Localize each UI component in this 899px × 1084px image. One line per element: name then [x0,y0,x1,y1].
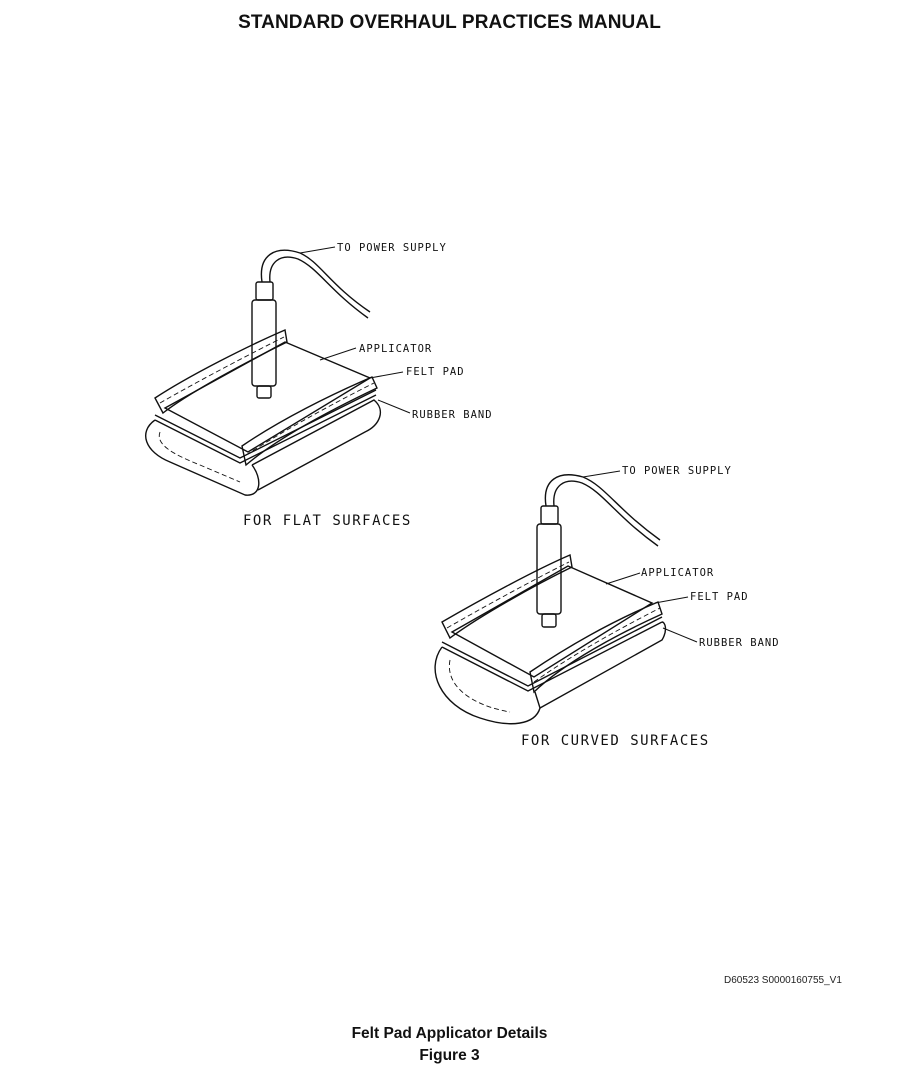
figure-number: Figure 3 [419,1047,480,1064]
figure-title: Felt Pad Applicator Details [351,1025,548,1042]
curved-caption: FOR CURVED SURFACES [521,733,710,749]
flat-label-felt-pad: FELT PAD [406,366,465,378]
flat-handle-tip [256,385,272,399]
flat-caption: FOR FLAT SURFACES [243,513,412,529]
flat-label-power-supply: TO POWER SUPPLY [337,242,447,254]
curved-bottom-roll [434,646,541,725]
flat-handle-top [255,281,274,301]
curved-label-felt-pad: FELT PAD [690,591,749,603]
flat-bottom-roll [145,419,260,496]
page-header: STANDARD OVERHAUL PRACTICES MANUAL [238,12,661,33]
curved-power-cord [544,474,661,541]
curved-label-rubber-band: RUBBER BAND [699,637,780,649]
curved-handle-tip [541,613,557,628]
document-id: D60523 S0000160755_V1 [724,975,842,986]
curved-applicator-illustration [434,470,698,725]
curved-label-power-supply: TO POWER SUPPLY [622,465,732,477]
flat-label-applicator: APPLICATOR [359,343,432,355]
curved-label-applicator: APPLICATOR [641,567,714,579]
curved-pad-top [450,565,654,678]
flat-label-rubber-band: RUBBER BAND [412,409,493,421]
flat-applicator-illustration [145,246,411,496]
curved-handle-top [540,505,559,525]
